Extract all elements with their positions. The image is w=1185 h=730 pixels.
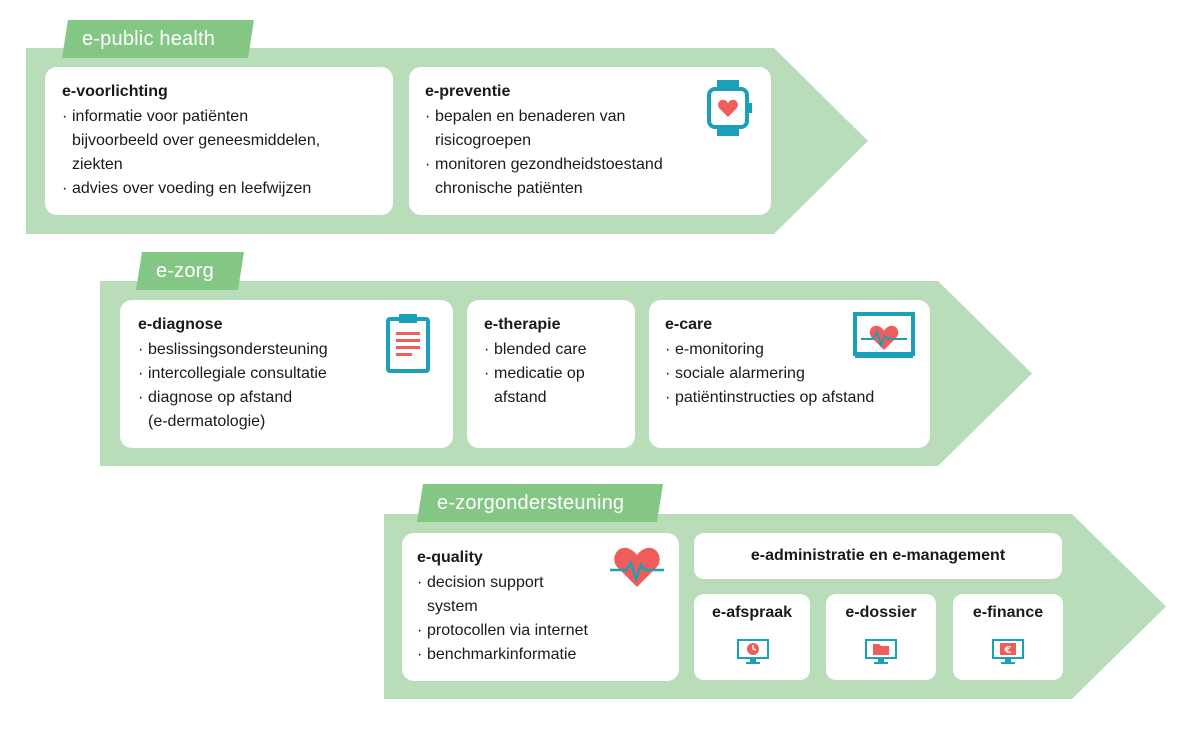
list-item: intercollegiale consultatie: [138, 362, 453, 386]
list-item: benchmarkinformatie: [417, 643, 679, 667]
list-item: medicatie op: [484, 362, 635, 386]
dossier-title: e-dossier: [845, 604, 917, 621]
list-item: bijvoorbeeld over geneesmiddelen,: [72, 132, 321, 149]
quality-list: decision support system protocollen via …: [417, 571, 679, 667]
therapie-list: blended care medicatie op afstand: [484, 338, 635, 410]
list-item: (e-dermatologie): [148, 413, 266, 430]
public-health-tab-label: e-public health: [82, 27, 216, 50]
list-item: system: [427, 598, 478, 615]
list-item: afstand: [494, 389, 547, 406]
list-item: ziekten: [72, 156, 123, 173]
afspraak-card: e-afspraak: [694, 594, 810, 680]
administratie-banner: e-administratie en e-management: [694, 533, 1062, 579]
smartwatch-heart-icon: [706, 78, 754, 143]
monitor-euro-icon: €: [991, 638, 1025, 671]
list-item: bepalen en benaderen van: [425, 105, 771, 129]
preventie-list: bepalen en benaderen van risicogroepen m…: [425, 105, 771, 201]
voorlichting-title: e-voorlichting: [62, 83, 168, 100]
list-item: e-monitoring: [665, 338, 930, 362]
afspraak-title: e-afspraak: [711, 604, 793, 621]
list-item: sociale alarmering: [665, 362, 930, 386]
preventie-card: e-preventie bepalen en benaderen van ris…: [409, 67, 771, 215]
diagnose-title: e-diagnose: [138, 316, 223, 333]
euro-glyph: €: [1004, 645, 1012, 656]
list-item: beslissingsondersteuning: [138, 338, 453, 362]
monitor-clock-icon: [736, 638, 770, 671]
list-item: blended care: [484, 338, 635, 362]
care-title: e-care: [665, 316, 713, 333]
list-item: protocollen via internet: [417, 619, 679, 643]
list-item: chronische patiënten: [435, 180, 583, 197]
zorg-tab: e-zorg: [136, 252, 244, 290]
list-item: advies over voeding en leefwijzen: [62, 177, 393, 201]
care-list: e-monitoring sociale alarmering patiënti…: [665, 338, 930, 410]
preventie-title: e-preventie: [425, 83, 511, 100]
list-item: diagnose op afstand: [138, 386, 453, 410]
zorgondersteuning-tab-label: e-zorgondersteuning: [437, 491, 625, 514]
public-health-tab: e-public health: [62, 20, 254, 58]
therapie-card: e-therapie blended care medicatie op afs…: [467, 300, 635, 448]
finance-card: e-finance €: [953, 594, 1063, 680]
list-item: monitoren gezondheidstoestand: [425, 153, 771, 177]
zorgondersteuning-tab: e-zorgondersteuning: [417, 484, 663, 522]
dossier-card: e-dossier: [826, 594, 936, 680]
heart-pulse-icon: [610, 543, 664, 594]
heart-monitor-icon: [853, 312, 915, 365]
clipboard-icon: [385, 312, 431, 379]
list-item: risicogroepen: [435, 132, 532, 149]
monitor-folder-icon: [864, 638, 898, 671]
care-card: e-care e-monitoring sociale alarmering p…: [649, 300, 930, 448]
therapie-title: e-therapie: [484, 316, 561, 333]
list-item: informatie voor patiënten: [62, 105, 393, 129]
diagnose-card: e-diagnose beslissingsondersteuning inte…: [120, 300, 453, 448]
quality-card: e-quality decision support system protoc…: [402, 533, 679, 681]
voorlichting-list: informatie voor patiënten bijvoorbeeld o…: [62, 105, 393, 201]
diagnose-list: beslissingsondersteuning intercollegiale…: [138, 338, 453, 434]
finance-title: e-finance: [972, 604, 1044, 621]
quality-title: e-quality: [417, 549, 483, 566]
administratie-label: e-administratie en e-management: [750, 547, 1006, 564]
list-item: patiëntinstructies op afstand: [665, 386, 930, 410]
list-item: decision support: [417, 571, 679, 595]
zorg-tab-label: e-zorg: [156, 259, 214, 282]
voorlichting-card: e-voorlichting informatie voor patiënten…: [45, 67, 393, 215]
